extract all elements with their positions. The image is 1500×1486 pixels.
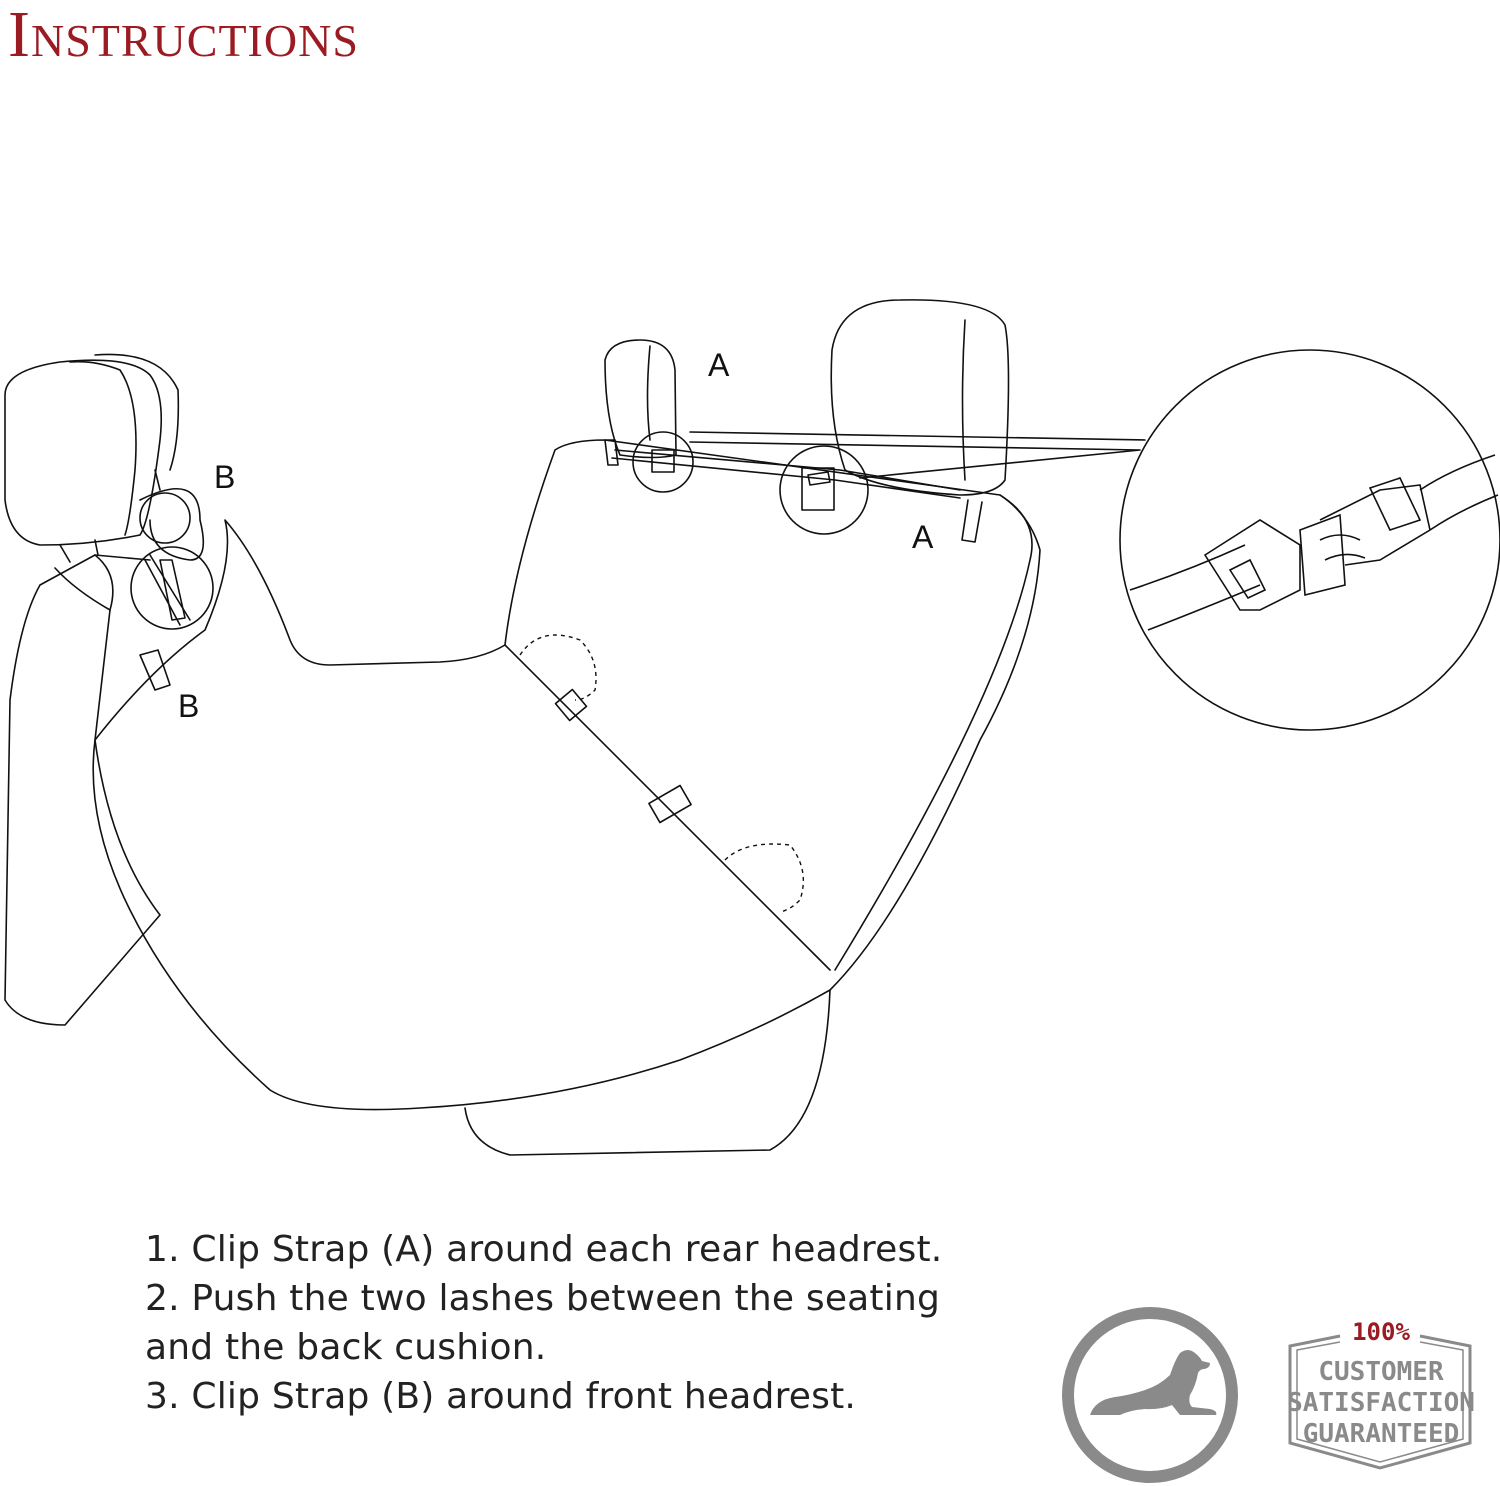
- buckle-icon: [1203, 519, 1301, 611]
- bottom-flap: [464, 989, 831, 1156]
- step-2-continued: and the back cushion.: [145, 1327, 547, 1368]
- seat-cover-diagram: A A B B: [4, 299, 1500, 1156]
- guarantee-line3: GUARANTEED: [1303, 1419, 1460, 1449]
- callout-a-top: A: [708, 347, 730, 383]
- step-2: 2. Push the two lashes between the seati…: [145, 1278, 941, 1319]
- strap-a: [614, 449, 961, 491]
- strap-b: [139, 488, 205, 561]
- instruction-steps: 1. Clip Strap (A) around each rear headr…: [145, 1225, 965, 1421]
- dog-icon: [1090, 1350, 1217, 1415]
- step-3: 3. Clip Strap (B) around front headrest.: [145, 1376, 857, 1417]
- guarantee-badge: 100% CUSTOMER SATISFACTION GUARANTEED: [1287, 1318, 1475, 1470]
- callout-b-top: B: [214, 459, 235, 495]
- guarantee-line1: CUSTOMER: [1318, 1357, 1444, 1387]
- page-title: Instructions: [8, 0, 359, 71]
- callout-a-right: A: [912, 519, 934, 555]
- front-headrest: [4, 359, 163, 546]
- buckle-detail: [1119, 349, 1500, 731]
- guarantee-line2: SATISFACTION: [1287, 1388, 1475, 1418]
- rear-headrest-right: [830, 299, 1010, 496]
- guarantee-percent: 100%: [1352, 1318, 1410, 1346]
- step-1: 1. Clip Strap (A) around each rear headr…: [145, 1229, 943, 1270]
- callout-b-bottom: B: [178, 688, 199, 724]
- seat-cover: [92, 439, 1041, 1111]
- front-seat-backrest: [4, 554, 161, 1026]
- dog-badge: [1062, 1307, 1238, 1483]
